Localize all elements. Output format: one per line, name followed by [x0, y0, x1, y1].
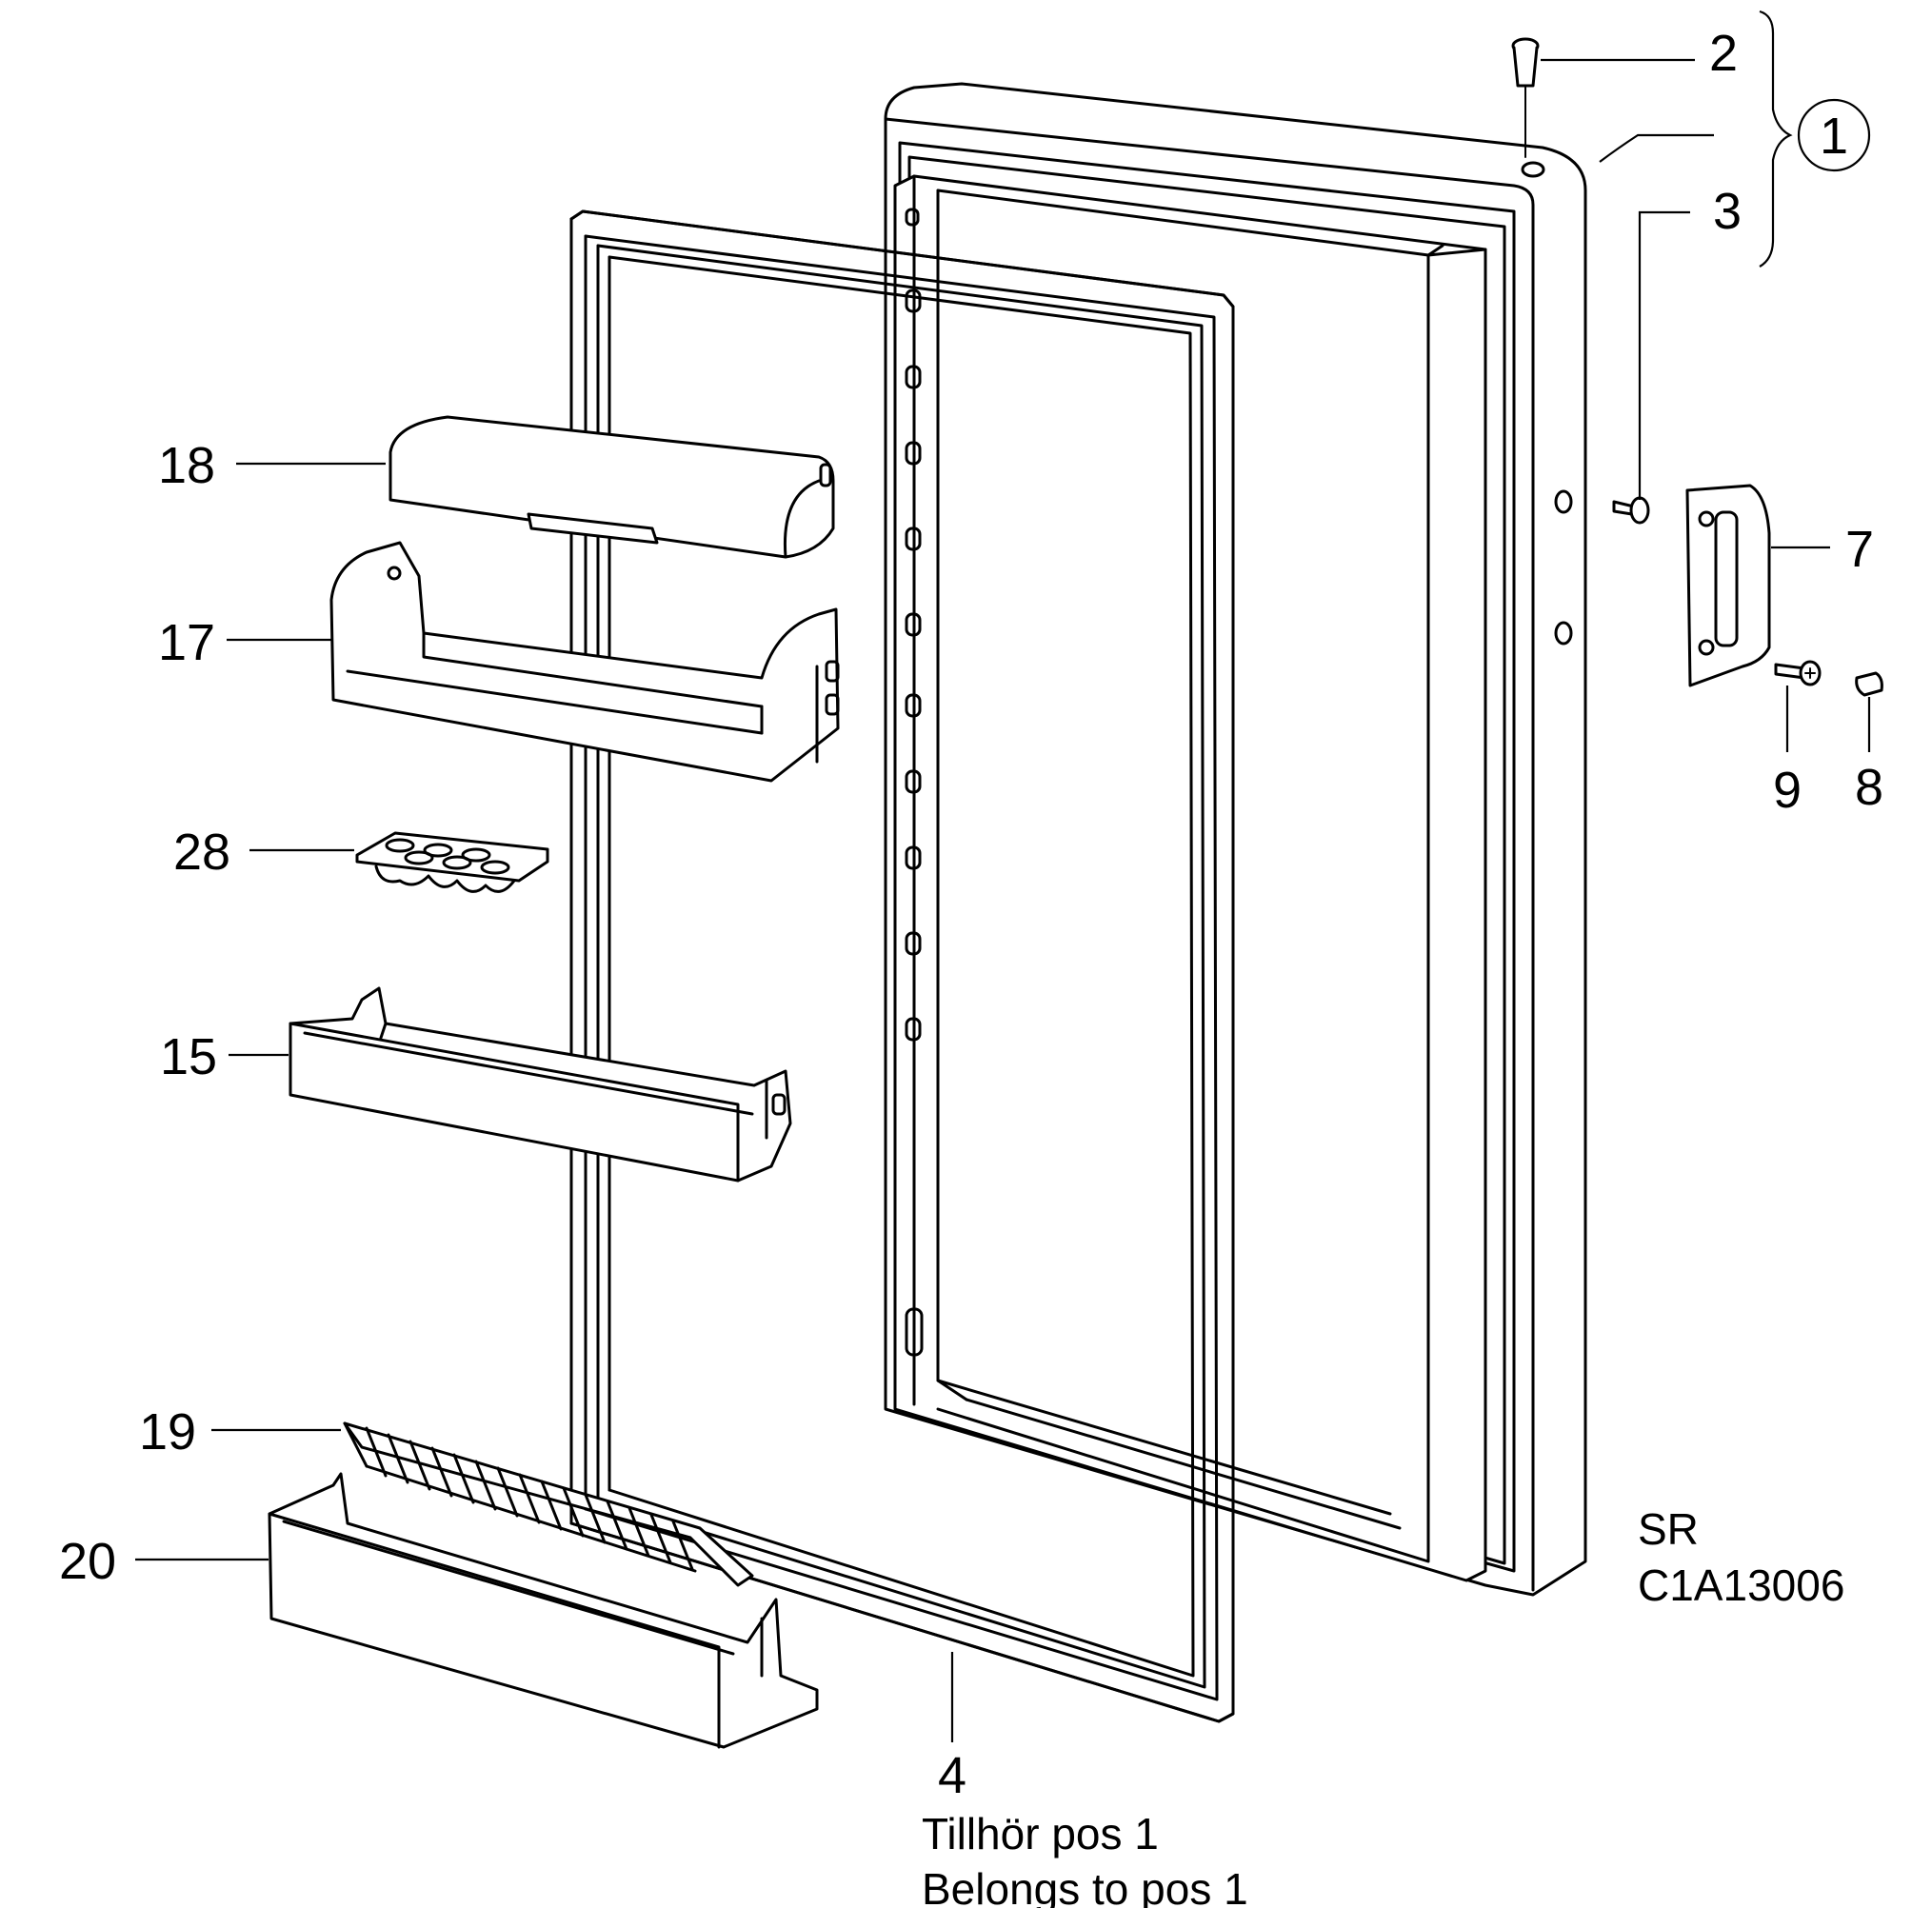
callout-17: 17 [158, 614, 215, 671]
part-19-bottle-divider [343, 1421, 754, 1587]
part-8-cover-cap [1855, 671, 1883, 697]
callout-15: 15 [160, 1028, 217, 1085]
part-28-egg-tray [355, 831, 549, 893]
callout-4: 4 [938, 1747, 966, 1804]
part-15-shelf [289, 986, 792, 1183]
shelf-slots [905, 208, 924, 1357]
part-9-screw [1774, 660, 1822, 686]
callout-8: 8 [1855, 759, 1883, 816]
note-belongs-english: Belongs to pos 1 [922, 1864, 1248, 1908]
drawing-number: C1A13006 [1638, 1560, 1844, 1610]
part-17-shelf [329, 541, 840, 783]
leader-lines [135, 58, 1871, 1742]
part-18-lid [388, 415, 835, 559]
note-belongs-swedish: Tillhör pos 1 [922, 1809, 1159, 1858]
callout-28: 28 [173, 824, 230, 881]
part-2-hinge-pin [1511, 37, 1540, 158]
callout-9: 9 [1773, 762, 1802, 819]
callout-20: 20 [59, 1533, 116, 1590]
callout-1: 1 [1820, 108, 1848, 165]
callout-2: 2 [1709, 25, 1738, 82]
door-gasket [569, 209, 1235, 1723]
part-7-handle [1685, 484, 1771, 687]
group-1-brace [1759, 10, 1871, 268]
callout-7: 7 [1845, 521, 1874, 578]
callout-19: 19 [139, 1403, 196, 1461]
drawing-series: SR [1638, 1504, 1699, 1554]
part-3-bushing [1612, 496, 1650, 525]
callout-3: 3 [1713, 183, 1742, 240]
part-20-bottle-shelf [268, 1472, 819, 1749]
callout-18: 18 [158, 437, 215, 494]
